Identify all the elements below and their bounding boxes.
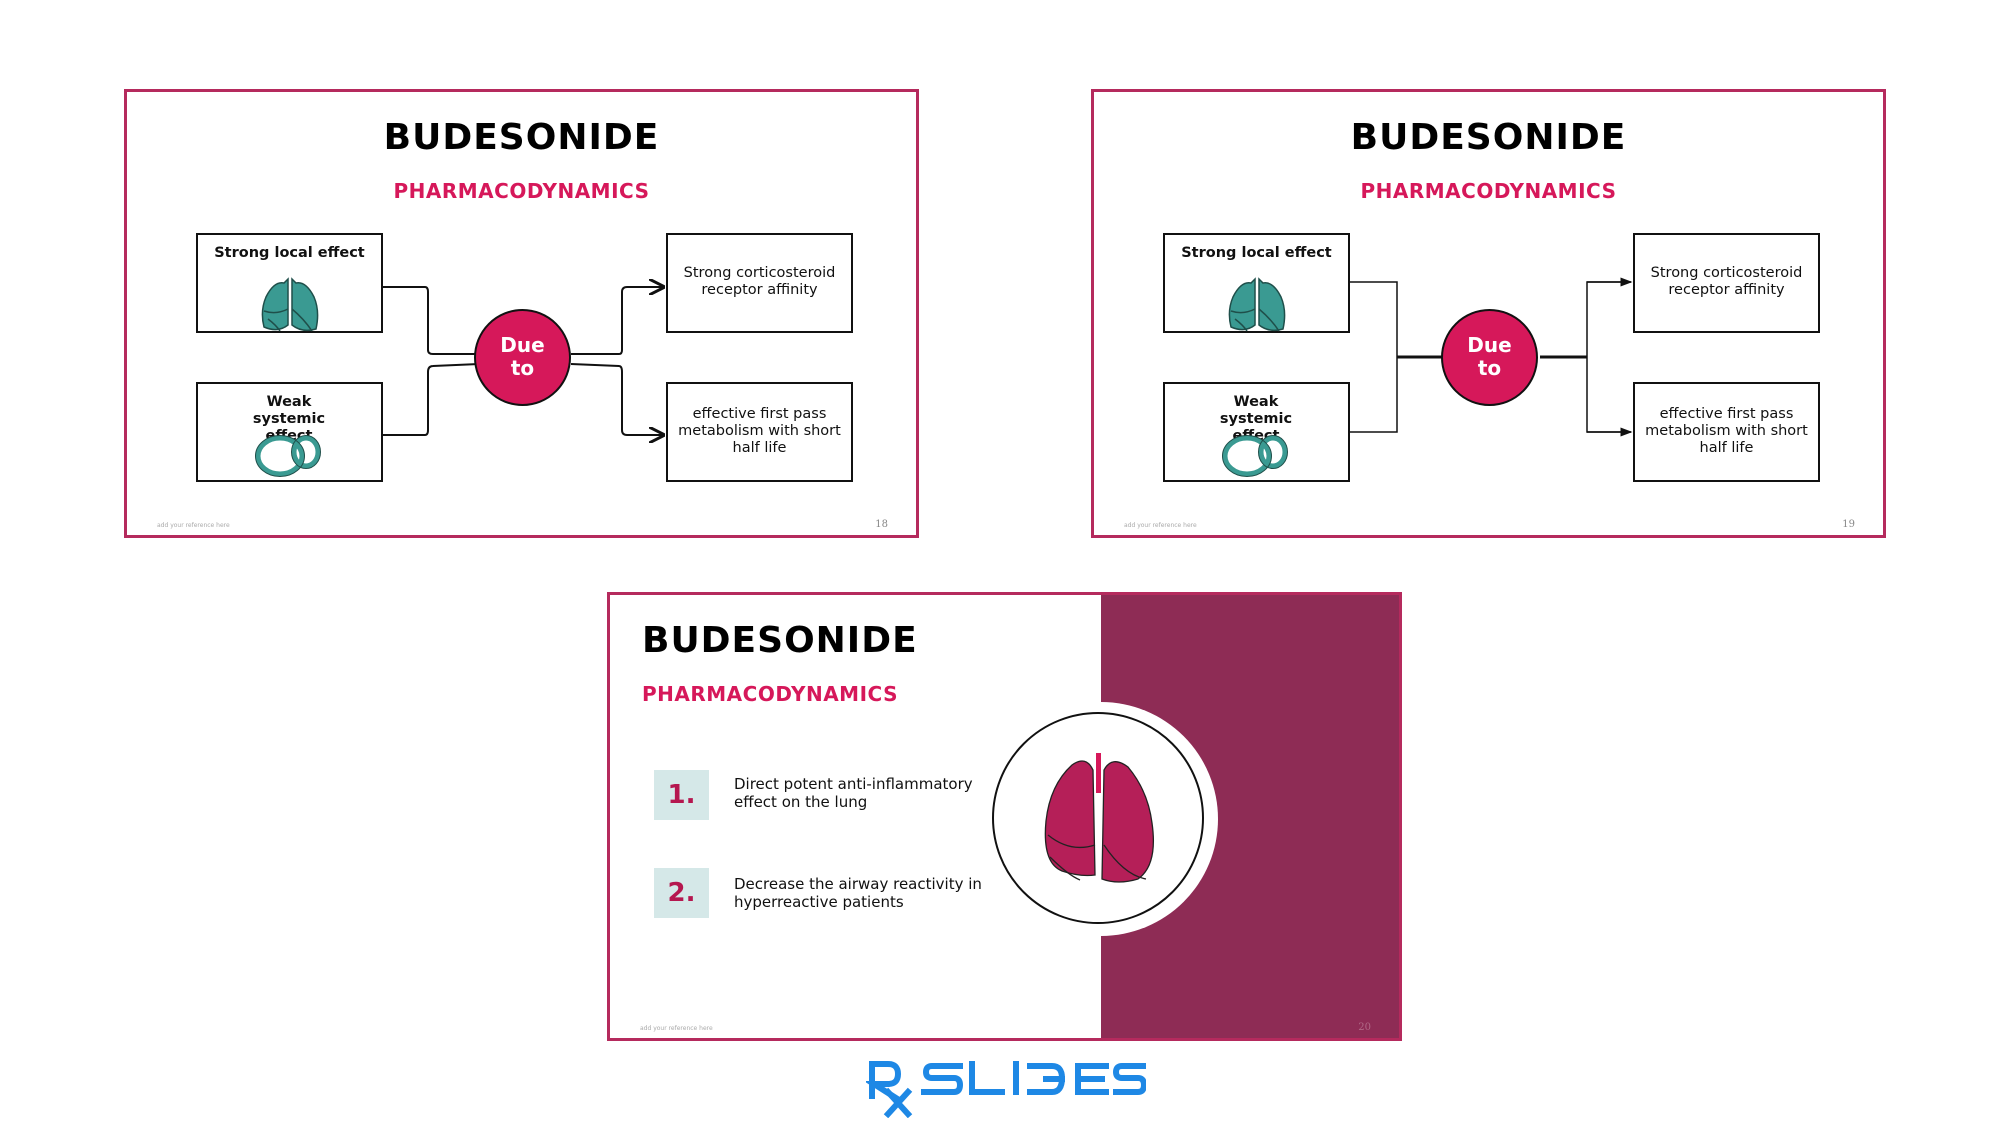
box-strong-local-effect: Strong local effect: [1163, 233, 1350, 333]
slide-subtitle: PHARMACODYNAMICS: [642, 682, 898, 706]
page-number: 18: [875, 519, 888, 530]
page-number: 19: [1842, 519, 1855, 530]
lungs-icon: [1044, 753, 1155, 883]
rxslides-logo-mark: [863, 1061, 1148, 1119]
circulation-icon: [1222, 435, 1288, 477]
reference-footer: add your reference here: [640, 1025, 713, 1032]
box-weak-systemic-effect: Weak systemic effect: [196, 382, 383, 482]
box-receptor-affinity: Strong corticosteroid receptor affinity: [666, 233, 853, 333]
to-text: to: [1477, 356, 1502, 380]
number-badge: 2.: [654, 868, 709, 918]
reference-footer: add your reference here: [1124, 522, 1197, 529]
lungs-icon: [1228, 277, 1286, 332]
reference-footer: add your reference here: [157, 522, 230, 529]
circulation-icon: [255, 435, 321, 477]
due-text: Due: [500, 333, 545, 357]
slide-20[interactable]: BUDESONIDE PHARMACODYNAMICS 1. Direct po…: [607, 592, 1402, 1041]
slide-18[interactable]: BUDESONIDE PHARMACODYNAMICS Strong local…: [124, 89, 919, 538]
box-label: Strong local effect: [214, 245, 365, 261]
slide-title: BUDESONIDE: [642, 620, 918, 661]
rxslides-logo: [863, 1058, 1148, 1122]
list-item: Direct potent anti-inflammatory effect o…: [734, 775, 973, 811]
box-label: Weak systemic effect: [1219, 394, 1293, 444]
connector-lines: [1350, 277, 1633, 437]
page-number: 20: [1358, 1022, 1371, 1033]
box-text: effective first pass metabolism with sho…: [1645, 406, 1808, 456]
lungs-icon: [261, 277, 319, 332]
slide-title: BUDESONIDE: [383, 117, 660, 158]
box-weak-systemic-effect: Weak systemic effect: [1163, 382, 1350, 482]
box-strong-local-effect: Strong local effect: [196, 233, 383, 333]
due-text: Due: [1467, 333, 1512, 357]
box-text: Strong corticosteroid receptor affinity: [1650, 265, 1803, 298]
box-text: Strong corticosteroid receptor affinity: [683, 265, 836, 298]
box-text: effective first pass metabolism with sho…: [678, 406, 841, 456]
lungs-illustration: [984, 702, 1218, 936]
list-item: Decrease the airway reactivity in hyperr…: [734, 875, 982, 911]
to-text: to: [510, 356, 535, 380]
number-badge: 1.: [654, 770, 709, 820]
slide-19[interactable]: BUDESONIDE PHARMACODYNAMICS Strong local…: [1091, 89, 1886, 538]
slide-title: BUDESONIDE: [1350, 117, 1627, 158]
connector-lines: [383, 92, 919, 538]
slide-subtitle: PHARMACODYNAMICS: [1360, 179, 1617, 203]
box-receptor-affinity: Strong corticosteroid receptor affinity: [1633, 233, 1820, 333]
box-first-pass: effective first pass metabolism with sho…: [1633, 382, 1820, 482]
box-label: Strong local effect: [1181, 245, 1332, 261]
box-first-pass: effective first pass metabolism with sho…: [666, 382, 853, 482]
slide-subtitle: PHARMACODYNAMICS: [393, 179, 650, 203]
